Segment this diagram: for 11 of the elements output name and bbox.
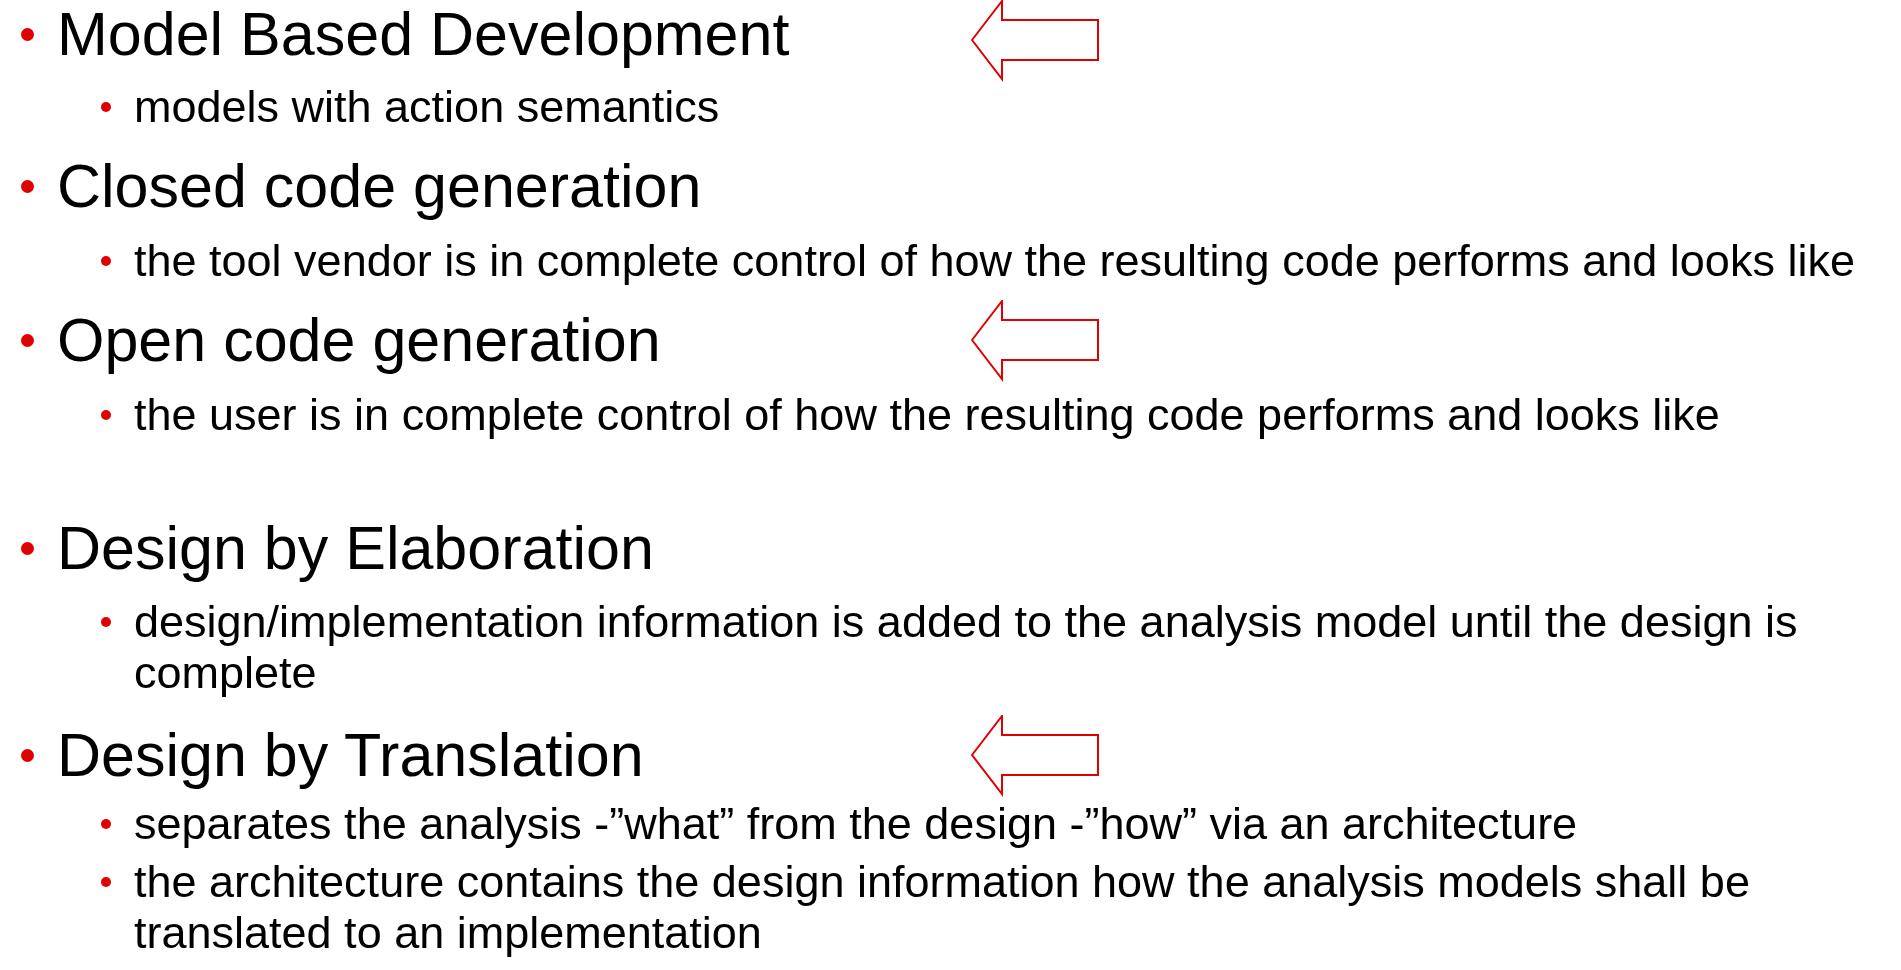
bullet-text: models with action semantics bbox=[134, 81, 721, 132]
heading-text: Closed code generation bbox=[57, 152, 702, 220]
bullet-text: separates the analysis -”what” from the design -”how” via an architecture bbox=[134, 798, 1579, 849]
heading-text: Design by Translation bbox=[57, 721, 644, 789]
bullet-text: the user is in complete control of how the resulting code performs and looks like bbox=[134, 389, 1721, 440]
bullet-text: the tool vendor is in complete control of how the resulting code performs and looks like bbox=[134, 235, 1856, 286]
bullet-text: the architecture contains the design information how the analysis models shall be translated to an implementation bbox=[134, 856, 1751, 958]
bullet-text: design/implementation information is added to the analysis model until the design is complete bbox=[134, 596, 1799, 698]
heading-text: Open code generation bbox=[57, 306, 661, 374]
heading-text: Model Based Development bbox=[57, 0, 790, 68]
heading-text: Design by Elaboration bbox=[57, 514, 654, 582]
